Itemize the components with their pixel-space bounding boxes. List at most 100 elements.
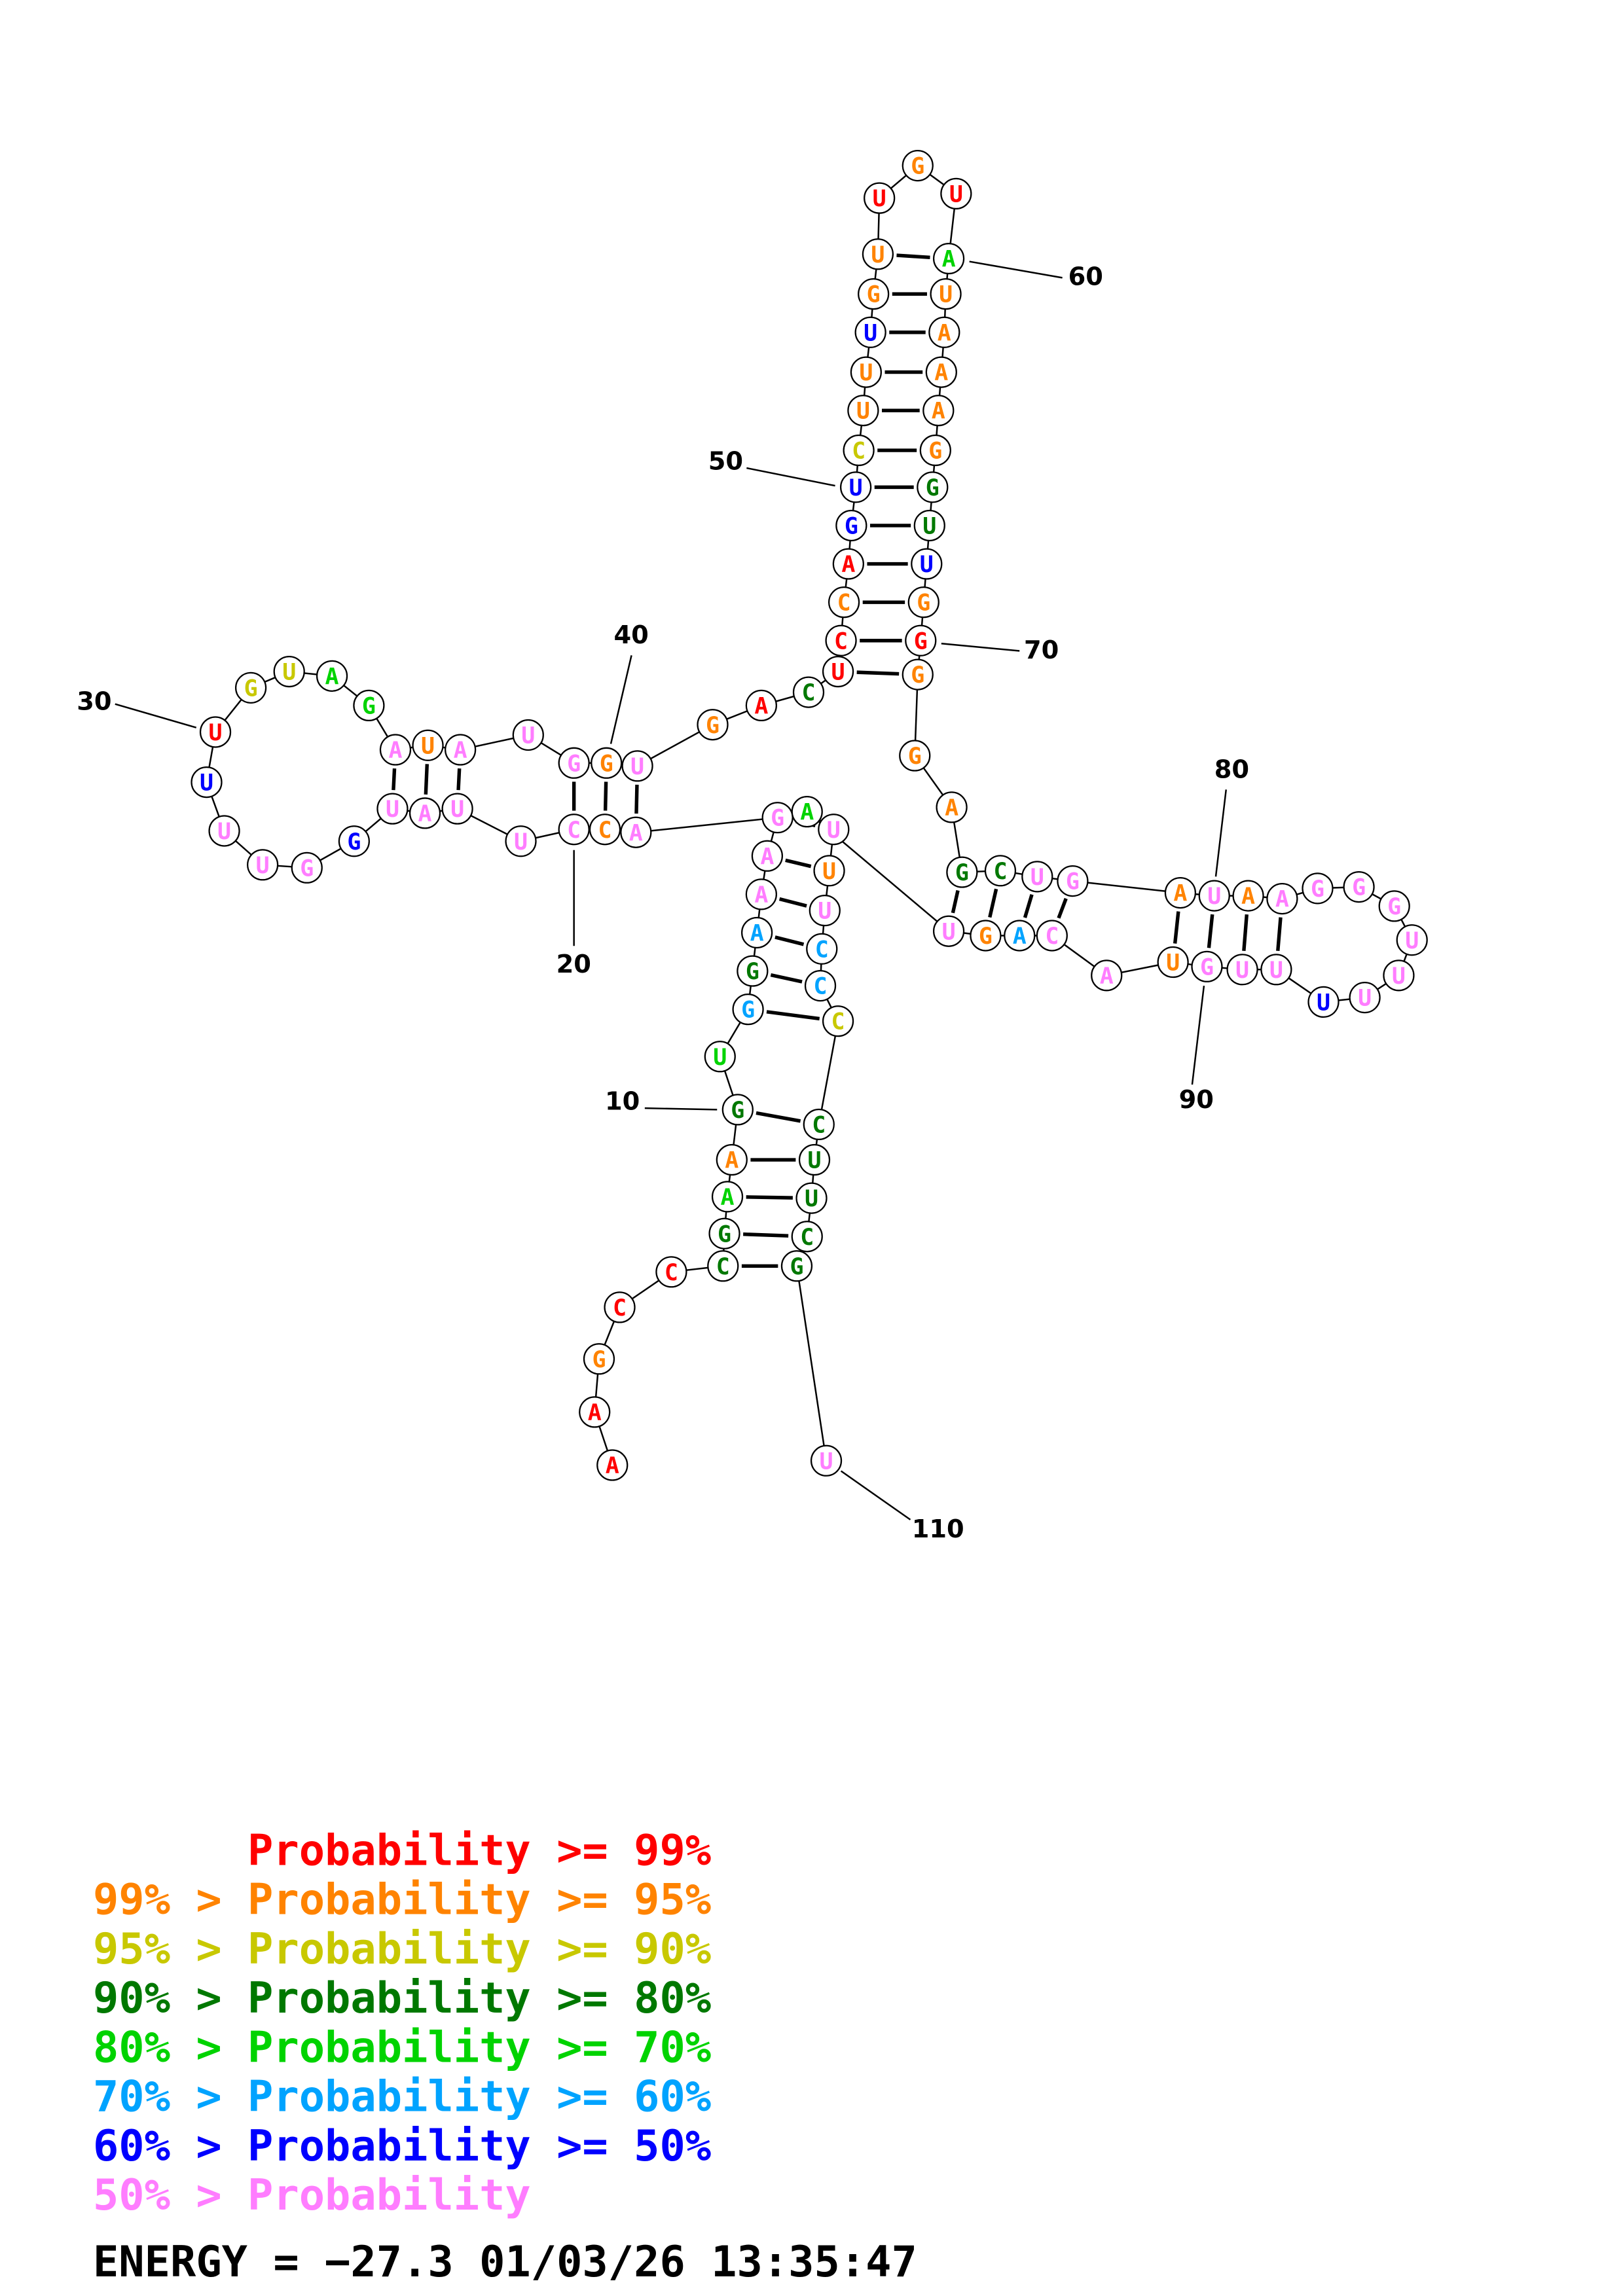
nucleotide-circle (928, 316, 960, 348)
nucleotide-letter: U (949, 181, 963, 207)
nucleotide-letter: U (421, 733, 435, 759)
nucleotide-letter: C (834, 628, 848, 655)
position-label: 60 (1068, 262, 1103, 292)
nucleotide-letter: C (801, 680, 815, 706)
nucleotide-circle (822, 655, 854, 688)
backbone-line (795, 1266, 828, 1461)
base-pair-line (392, 768, 397, 791)
nucleotide-circle (818, 814, 850, 846)
nucleotide-letter: G (908, 744, 922, 770)
nucleotide-letter: G (746, 959, 759, 985)
nucleotide-circle (441, 793, 473, 825)
nucleotide-circle (810, 1444, 843, 1477)
base-pair-line (424, 764, 429, 795)
nucleotide-circle (832, 548, 864, 580)
nucleotide-circle (589, 814, 621, 846)
nucleotide-letter: C (665, 1260, 678, 1286)
nucleotide-letter: U (1317, 990, 1330, 1016)
nucleotide-letter: U (822, 859, 836, 885)
nucleotide-circle (512, 719, 544, 751)
nucleotide-circle (1266, 883, 1298, 915)
nucleotide-circle (843, 434, 875, 467)
nucleotide-circle (291, 852, 323, 884)
nucleotide-circles (191, 149, 1428, 1481)
nucleotide-letter: A (938, 320, 951, 346)
nucleotide-letter: U (831, 660, 845, 686)
nucleotide-circle (780, 1250, 813, 1282)
nucleotide-circle (940, 177, 972, 210)
nucleotide-circle (621, 750, 653, 782)
backbone-line (636, 816, 778, 833)
nucleotide-circle (854, 316, 886, 348)
position-label-line (941, 643, 1020, 652)
nucleotide-letter: U (856, 399, 870, 425)
base-pair-line (456, 768, 462, 791)
nucleotide-letter: G (731, 1098, 744, 1124)
nucleotide-letter: A (629, 820, 643, 846)
nucleotide-letter: C (814, 974, 828, 1000)
nucleotide-circle (804, 969, 837, 1002)
nucleotide-letter: A (588, 1400, 602, 1426)
nucleotide-circle (620, 816, 652, 848)
nucleotide-letter: A (841, 552, 855, 578)
nucleotide-letter: A (606, 1453, 619, 1479)
base-pair-line (746, 1195, 793, 1200)
nucleotide-letter: U (217, 819, 231, 845)
nucleotide-letter: A (418, 801, 432, 827)
base-pair-line (766, 1010, 820, 1021)
position-label: 10 (605, 1086, 640, 1116)
nucleotide-letter: U (1207, 884, 1221, 910)
nucleotide-circle (850, 356, 882, 388)
nucleotide-circle (708, 1217, 740, 1249)
nucleotide-circle (604, 1291, 636, 1323)
nucleotide-letter: G (845, 514, 858, 540)
position-label: 40 (614, 620, 649, 650)
nucleotide-circle (191, 766, 223, 798)
nucleotide-circle (1307, 986, 1340, 1018)
position-label-line (610, 655, 632, 744)
nucleotide-letter: U (713, 1045, 727, 1071)
nucleotide-circle (338, 825, 370, 857)
nucleotide-circle (745, 878, 777, 910)
nucleotide-circle (1383, 960, 1415, 992)
nucleotide-circle (655, 1256, 687, 1288)
nucleotide-circle (932, 915, 965, 947)
nucleotide-letter: U (827, 817, 841, 844)
nucleotide-circle (379, 734, 412, 766)
nucleotide-circle (902, 149, 934, 182)
nucleotide-letter: G (718, 1221, 731, 1247)
nucleotide-letter: U (256, 853, 270, 879)
nucleotide-letter: G (1352, 875, 1366, 901)
nucleotide-circle (1157, 946, 1189, 978)
nucleotide-circle (902, 658, 934, 691)
nucleotide-circle (704, 1041, 736, 1073)
nucleotide-letter: A (932, 399, 945, 425)
nucleotide-letter: G (1311, 876, 1324, 903)
base-pair-line (756, 1111, 801, 1123)
nucleotide-letter: G (1387, 894, 1401, 920)
base-pair-line (988, 888, 998, 918)
position-label: 80 (1214, 755, 1249, 784)
nucleotide-circle (716, 1143, 748, 1176)
nucleotide-letter: G (741, 997, 755, 1024)
probability-legend: Probability >= 99%99% > Probability >= 9… (93, 1825, 917, 2287)
nucleotide-letter: U (1235, 958, 1249, 984)
nucleotide-circle (847, 395, 879, 427)
nucleotide-circle (741, 916, 773, 949)
nucleotide-circle (707, 1250, 739, 1282)
nucleotide-letter: G (790, 1254, 803, 1280)
nucleotide-letter: G (1066, 869, 1080, 895)
base-pair-line (1023, 893, 1034, 918)
base-pair-line (1173, 911, 1180, 944)
base-pair-line (775, 935, 805, 946)
nucleotide-circle (1091, 960, 1123, 992)
nucleotide-circle (412, 729, 444, 761)
nucleotide-circle (828, 586, 860, 619)
nucleotide-letter: U (864, 320, 877, 346)
nucleotide-letter: G (917, 590, 930, 617)
nucleotide-letter: G (1200, 954, 1214, 980)
nucleotide-circle (558, 747, 590, 779)
base-pair-line (1057, 897, 1068, 919)
nucleotide-letter: G (600, 751, 613, 777)
nucleotide-letter: U (859, 360, 873, 386)
